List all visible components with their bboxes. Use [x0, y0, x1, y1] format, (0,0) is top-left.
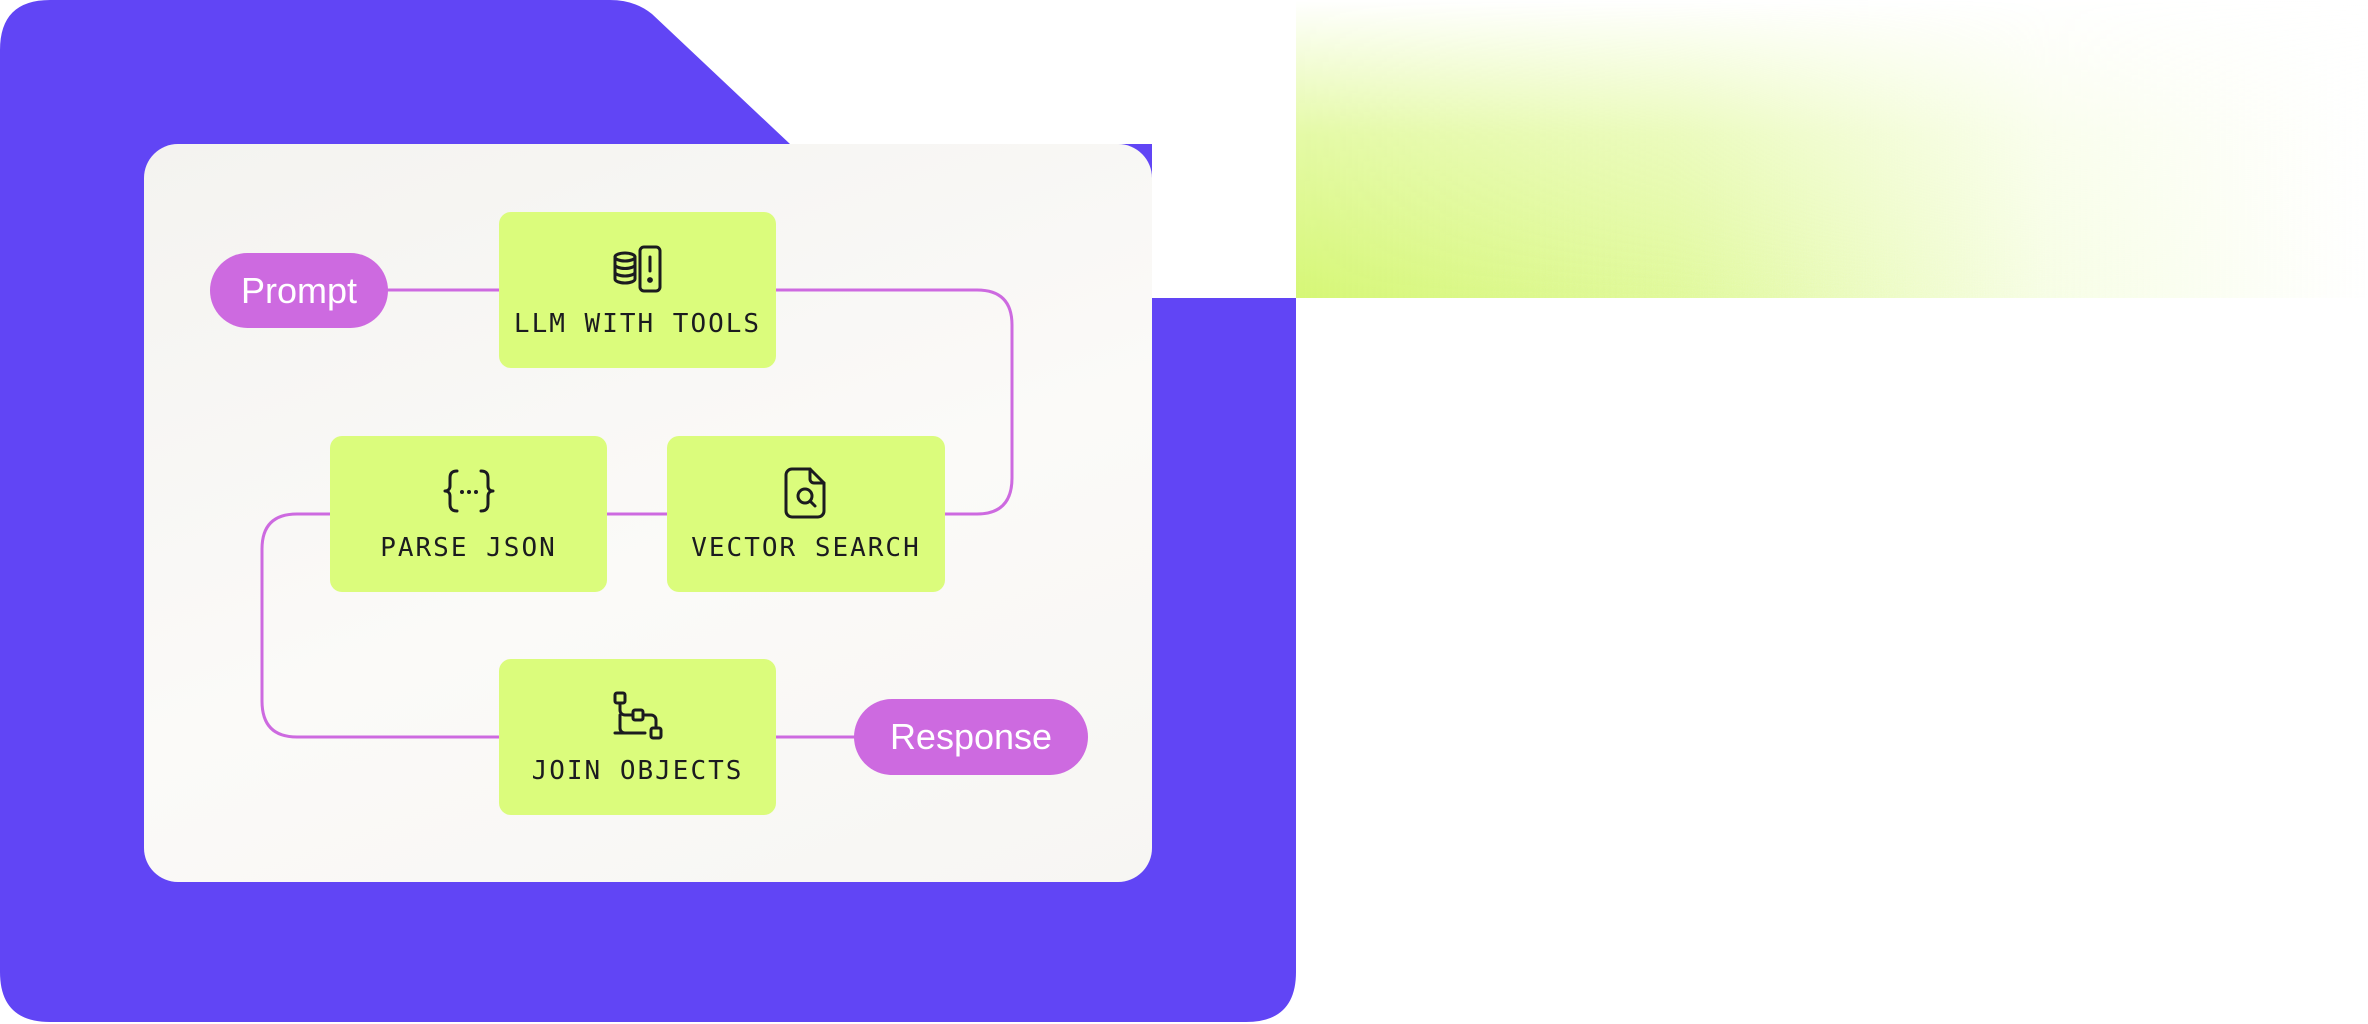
file-search-icon [784, 467, 826, 519]
lime-haze [1296, 0, 2368, 298]
response-label: Response [889, 716, 1053, 757]
prompt-label: Prompt [240, 269, 358, 311]
node-llm-label: LLM WITH TOOLS [513, 309, 762, 339]
node-parse-json: PARSE JSON [330, 436, 607, 592]
node-llm-with-tools: LLM WITH TOOLS [499, 212, 776, 368]
database-phone-icon [613, 245, 661, 293]
node-vector-label: VECTOR SEARCH [691, 533, 921, 563]
node-join-label: JOIN OBJECTS [531, 756, 744, 786]
edge-parse-join [260, 512, 500, 739]
response-pill: Response [854, 699, 1088, 775]
workflow-icon [613, 691, 662, 740]
edge-llm-vector [775, 288, 1014, 516]
node-join-objects: JOIN OBJECTS [499, 659, 776, 815]
curly-braces-icon [443, 469, 494, 513]
node-vector-search: VECTOR SEARCH [667, 436, 945, 592]
prompt-pill: Prompt [210, 253, 388, 328]
node-parse-label: PARSE JSON [380, 533, 557, 563]
